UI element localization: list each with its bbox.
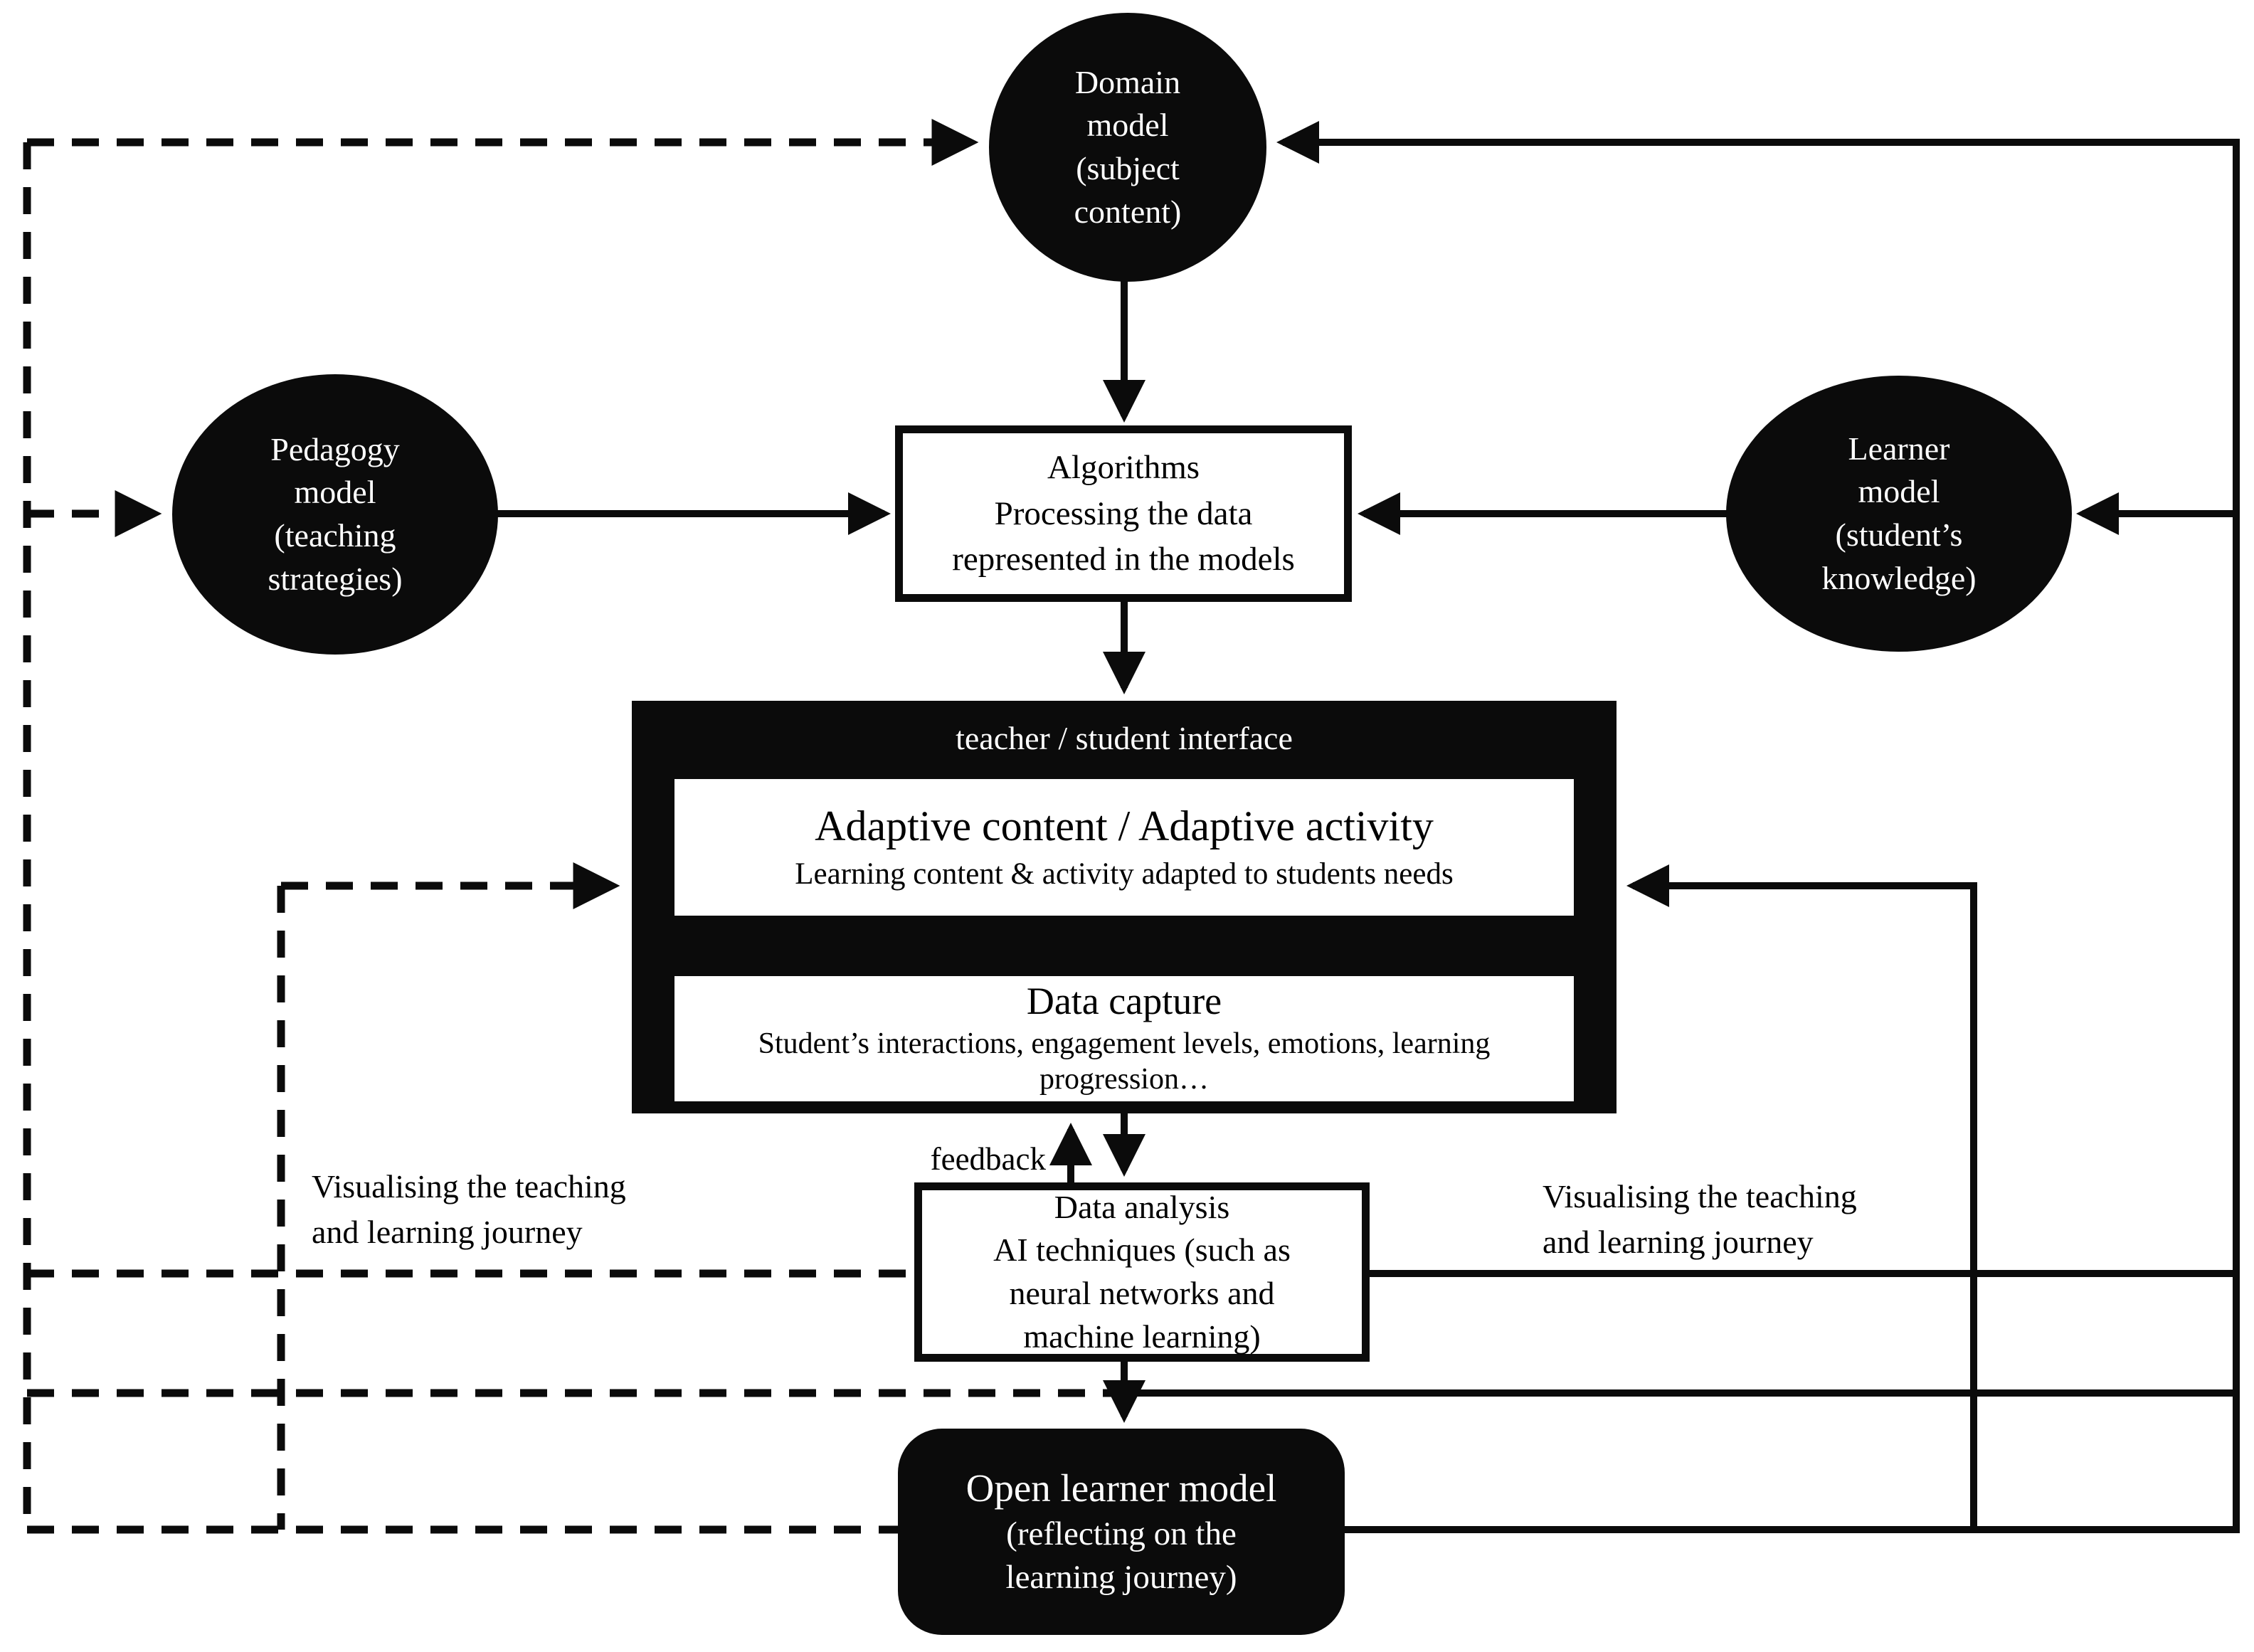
pedagogy-model-node: Pedagogy model (teaching strategies): [172, 374, 498, 655]
visualising-right-label: Visualising the teaching and learning jo…: [1543, 1178, 1857, 1261]
adaptive-content-subtitle: Learning content & activity adapted to s…: [795, 857, 1454, 891]
data-analysis-box: Data analysis AI techniques (such as neu…: [914, 1182, 1370, 1362]
visualising-left-label: Visualising the teaching and learning jo…: [312, 1168, 626, 1251]
data-capture-subtitle: Student’s interactions, engagement level…: [758, 1027, 1491, 1096]
line-right-inner-loop: [1626, 864, 1977, 1533]
open-learner-model-box: Open learner model (reflecting on the le…: [898, 1429, 1345, 1635]
adaptive-content-box: Adaptive content / Adaptive activity Lea…: [674, 779, 1574, 916]
open-learner-model-subtitle: (reflecting on the learning journey): [1005, 1515, 1237, 1597]
line-right-outer-loop: [1276, 121, 2240, 1533]
feedback-label: feedback: [930, 1141, 1046, 1177]
adaptive-content-title: Adaptive content / Adaptive activity: [815, 803, 1434, 850]
learner-model-node: Learner model (student’s knowledge): [1726, 376, 2072, 652]
data-capture-box: Data capture Student’s interactions, eng…: [674, 976, 1574, 1101]
data-capture-title: Data capture: [1026, 979, 1222, 1022]
interface-title: teacher / student interface: [956, 720, 1293, 756]
domain-model-node: Domain model (subject content): [989, 13, 1266, 282]
interface-container: teacher / student interface Adaptive con…: [632, 701, 1617, 1113]
open-learner-model-title: Open learner model: [965, 1466, 1277, 1510]
algorithms-box: Algorithms Processing the data represent…: [895, 425, 1352, 602]
